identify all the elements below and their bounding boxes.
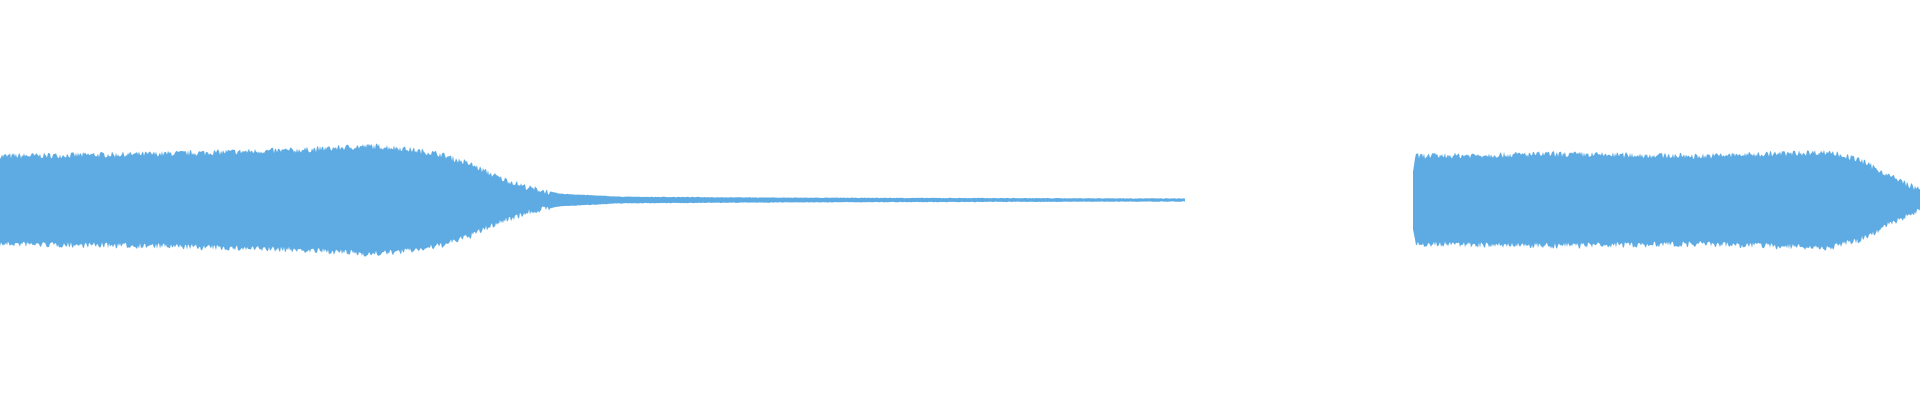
waveform-shape <box>0 143 1185 257</box>
waveform-clip-1[interactable] <box>0 143 1185 257</box>
waveform-clip-2[interactable] <box>1413 149 1920 251</box>
waveform-shape <box>1413 149 1920 251</box>
